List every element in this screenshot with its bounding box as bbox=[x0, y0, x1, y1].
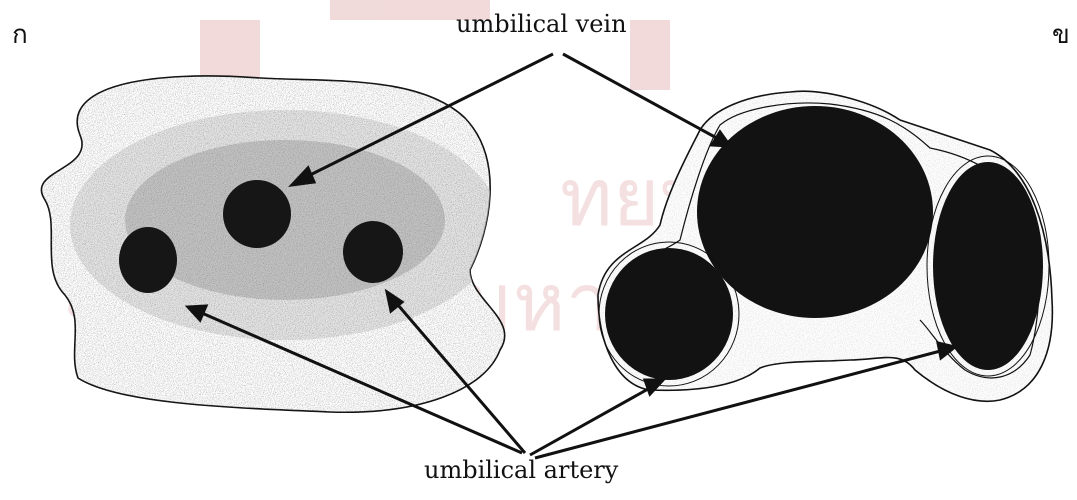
panel-b-umbilical-vein bbox=[697, 106, 933, 318]
panel-a-umbilical-artery-left bbox=[119, 227, 177, 293]
panel-a-label: ก bbox=[12, 22, 28, 48]
artery-arrow-b-left bbox=[530, 384, 657, 455]
vein-arrow-to-panel-b bbox=[563, 54, 724, 142]
panel-b-umbilical-artery-right bbox=[933, 162, 1043, 370]
panel-b-umbilical-artery-left bbox=[605, 248, 733, 380]
panel-b-section bbox=[590, 85, 1060, 415]
umbilical-artery-label: umbilical artery bbox=[424, 458, 618, 482]
panel-a-umbilical-artery-right bbox=[343, 221, 403, 283]
panel-a-stipple bbox=[40, 70, 510, 420]
panel-a-umbilical-vein bbox=[223, 180, 291, 248]
umbilical-vein-label: umbilical vein bbox=[456, 12, 627, 36]
panel-a-section bbox=[40, 70, 510, 420]
panel-b-label: ข bbox=[1052, 22, 1070, 48]
